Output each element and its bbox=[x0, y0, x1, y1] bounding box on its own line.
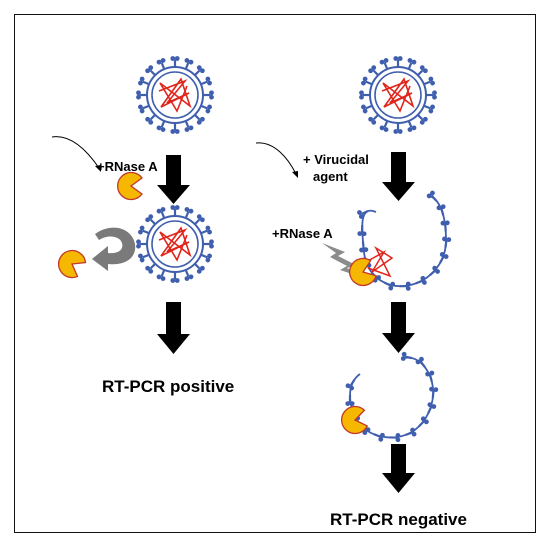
detached-spike bbox=[423, 368, 438, 385]
right-incoming-arrow bbox=[255, 142, 297, 175]
capsid-spike bbox=[413, 63, 430, 80]
left-down-arrow-2 bbox=[157, 302, 190, 354]
result-positive-label: RT-PCR positive bbox=[102, 377, 234, 396]
capsid-spike bbox=[169, 204, 181, 218]
capsid-spike bbox=[143, 259, 160, 276]
capsid-spike bbox=[135, 89, 149, 101]
right-down-arrow-1 bbox=[382, 152, 415, 201]
detached-spike bbox=[434, 250, 451, 267]
capsid-spike bbox=[190, 63, 207, 80]
figure-frame bbox=[14, 14, 536, 533]
capsid-spike bbox=[190, 259, 207, 276]
detached-spike bbox=[427, 385, 440, 400]
detached-spike bbox=[355, 205, 372, 221]
right-down-arrow-2 bbox=[382, 302, 415, 353]
detached-spike bbox=[422, 400, 439, 417]
capsid-spike bbox=[135, 238, 149, 250]
capsid-spike bbox=[413, 110, 430, 127]
right-incoming-arrowhead bbox=[292, 171, 298, 178]
viral-rna bbox=[158, 77, 192, 113]
detached-spike bbox=[388, 431, 402, 444]
disrupted-capsid-1 bbox=[355, 188, 453, 293]
capsid-spike bbox=[392, 121, 404, 135]
detached-spike bbox=[398, 280, 412, 292]
exposed-rna-1 bbox=[365, 245, 394, 278]
capsid-spike bbox=[358, 89, 372, 101]
capsid-spike bbox=[169, 270, 181, 284]
left-incoming-arrow bbox=[51, 136, 100, 169]
left-rnase-label: +RNase A bbox=[97, 159, 158, 174]
capsid-spike bbox=[201, 89, 215, 101]
capsid-spike bbox=[169, 121, 181, 135]
capsid-spike bbox=[143, 63, 160, 80]
capsid-spike bbox=[392, 54, 404, 69]
detached-spike bbox=[412, 274, 429, 289]
capsid-spike bbox=[201, 238, 215, 250]
detached-spike bbox=[343, 376, 360, 393]
left-top-virus bbox=[135, 54, 215, 135]
capsid-spike bbox=[424, 89, 438, 101]
left-free-enzyme-icon bbox=[53, 244, 89, 282]
capsid-spike bbox=[190, 212, 207, 229]
left-down-arrow-1 bbox=[157, 155, 190, 204]
detached-spike bbox=[380, 277, 397, 293]
detached-spike bbox=[434, 202, 449, 218]
result-negative-label: RT-PCR negative bbox=[330, 510, 467, 529]
right-rnase-label: +RNase A bbox=[272, 226, 333, 241]
capsid-spike bbox=[190, 110, 207, 127]
capsid-spike bbox=[366, 63, 383, 80]
right-down-arrow-3 bbox=[382, 444, 415, 493]
detached-spike bbox=[357, 239, 370, 254]
virucidal-label-line2: agent bbox=[313, 169, 348, 184]
capsid-spike bbox=[143, 110, 160, 127]
curved-deflect-arrow bbox=[92, 227, 136, 271]
detached-spike bbox=[439, 219, 452, 233]
capsid-spike bbox=[366, 110, 383, 127]
viral-rna bbox=[158, 226, 192, 262]
detached-spike bbox=[370, 428, 387, 444]
right-enzyme-final-icon bbox=[338, 404, 369, 437]
lightning-bolt-icon bbox=[322, 243, 364, 278]
detached-spike bbox=[356, 223, 368, 238]
left-incoming-arrowhead bbox=[95, 165, 101, 172]
viral-rna bbox=[381, 77, 415, 113]
right-top-virus bbox=[358, 54, 438, 135]
left-middle-virus bbox=[135, 204, 215, 284]
detached-spike bbox=[344, 393, 356, 408]
detached-spike bbox=[399, 350, 415, 364]
detached-spike bbox=[439, 235, 453, 250]
capsid-spike bbox=[143, 212, 160, 229]
virucidal-label-line1: + Virucidal bbox=[303, 152, 369, 167]
capsid-spike bbox=[169, 54, 181, 69]
left-enzyme-icon bbox=[116, 171, 143, 201]
